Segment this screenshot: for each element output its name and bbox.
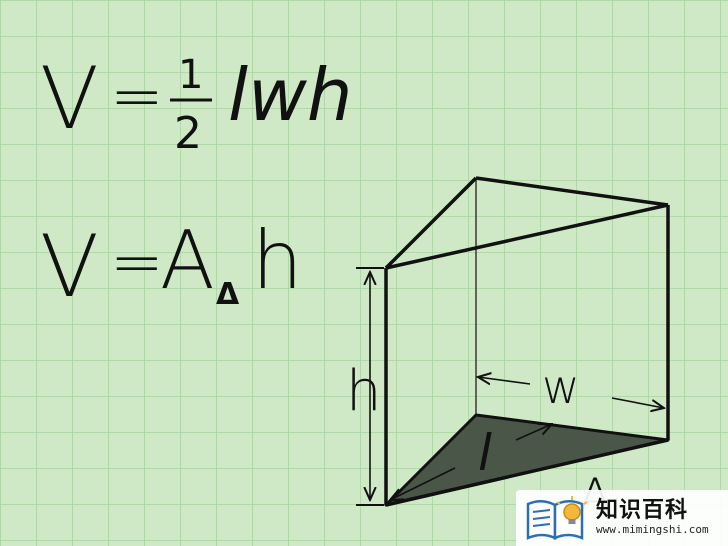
width-dimension — [478, 377, 664, 408]
bottom-front-edge — [385, 438, 669, 507]
height-dimension — [356, 267, 384, 506]
formula2-equals: = — [110, 226, 164, 300]
formula1-rhs: lwh — [228, 53, 353, 137]
book-lightbulb-logo-icon — [526, 496, 588, 540]
formula1-numerator: 1 — [178, 52, 203, 98]
watermark-badge: 知识百科 www.mimingshi.com — [516, 490, 728, 546]
formula1-lhs: V — [40, 49, 99, 149]
watermark-site-url: www.mimingshi.com — [596, 523, 709, 536]
height-label: h — [346, 359, 382, 424]
watermark-text: 知识百科 www.mimingshi.com — [596, 499, 709, 537]
back-bottom-edge-right — [475, 414, 669, 441]
top-edge-front — [385, 203, 669, 270]
formula1-equals: = — [110, 60, 164, 134]
width-arrow-right — [611, 397, 664, 408]
formula2-triangle-subscript: Δ — [216, 277, 240, 312]
triangular-prism — [384, 176, 670, 507]
formula2-lhs: V — [40, 217, 99, 317]
length-label: l — [478, 424, 492, 482]
length-arrow-up — [515, 424, 552, 441]
top-edge-left — [384, 176, 478, 270]
formula2-height: h — [252, 214, 303, 307]
formula2-area: A — [160, 214, 215, 307]
top-edge-back — [475, 176, 669, 207]
length-arrow-down — [390, 467, 456, 500]
formula-volume-half-lwh: V = 1 2 lwh — [40, 49, 353, 159]
watermark-site-name: 知识百科 — [596, 498, 689, 523]
formula1-denominator: 2 — [174, 108, 202, 159]
width-arrow-left — [478, 377, 531, 384]
length-dimension — [390, 424, 552, 500]
width-label: w — [542, 360, 580, 414]
formula-volume-base-area: V = A Δ h — [40, 214, 303, 317]
